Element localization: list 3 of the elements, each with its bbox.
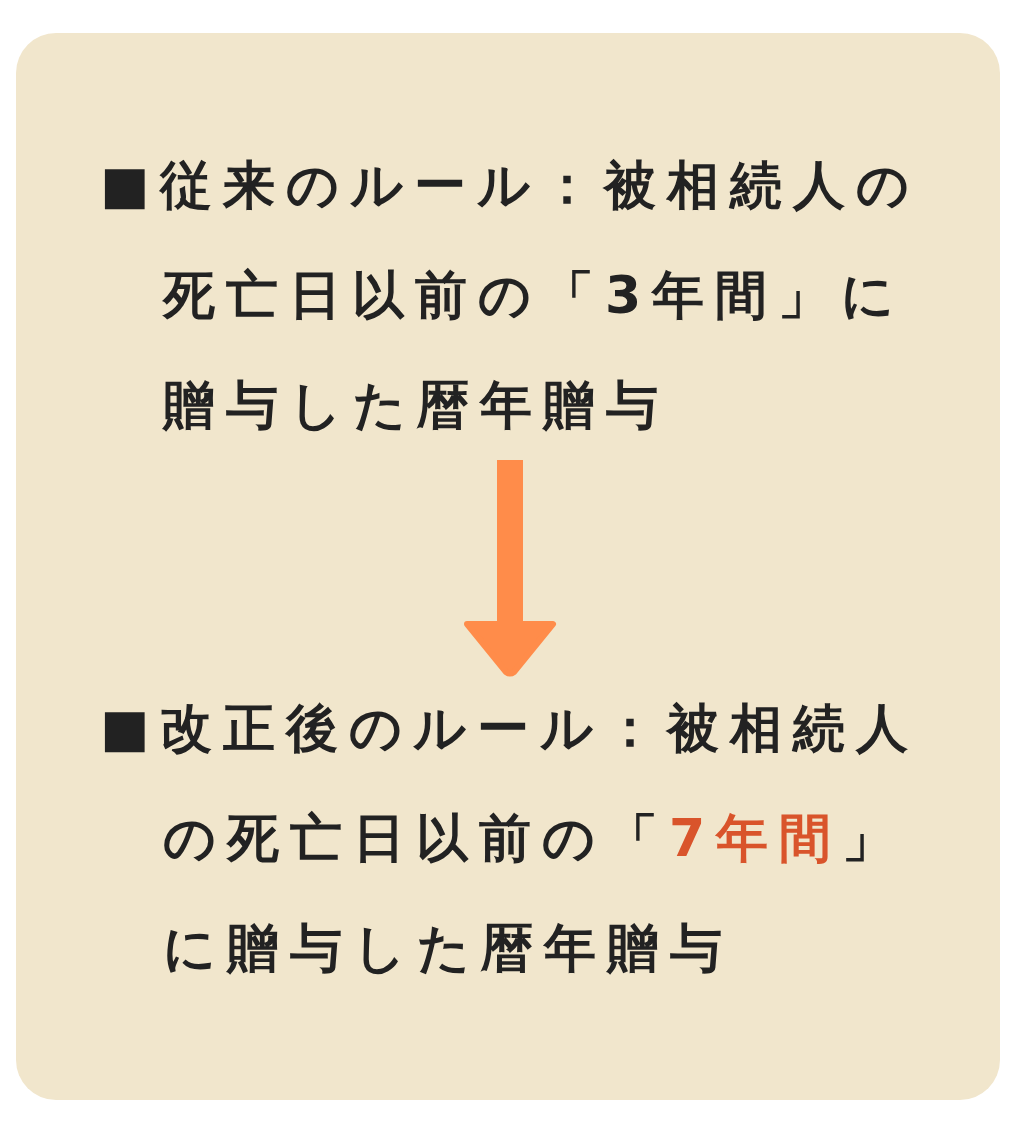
- rule-text: ■改正後のルール：被相続人の死亡日以前の「7年間」に贈与した暦年贈与: [100, 697, 921, 980]
- rule-text: ■従来のルール：被相続人の死亡日以前の「3年間」に贈与した暦年贈与: [100, 154, 922, 437]
- card-background: [16, 33, 1000, 1100]
